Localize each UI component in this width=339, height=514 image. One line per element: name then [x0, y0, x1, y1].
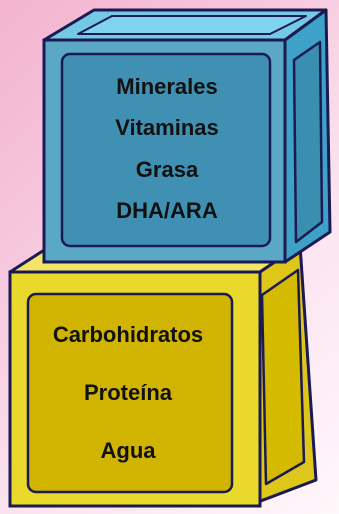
top-block-item-vitaminas: Vitaminas [115, 117, 219, 139]
bottom-block-labels: Carbohidratos Proteína Agua [28, 298, 228, 488]
bottom-block-item-carbohidratos: Carbohidratos [53, 324, 203, 346]
top-cube-side-panel [294, 42, 322, 242]
top-block-item-minerales: Minerales [116, 76, 218, 98]
top-block-labels: Minerales Vitaminas Grasa DHA/ARA [66, 58, 268, 240]
top-cube-top-inset [78, 16, 306, 34]
bottom-block-item-proteina: Proteína [84, 382, 172, 404]
bottom-block-item-agua: Agua [101, 440, 156, 462]
top-block-item-grasa: Grasa [136, 159, 198, 181]
top-block-item-dha-ara: DHA/ARA [116, 200, 217, 222]
bottom-cube-side-panel [262, 270, 304, 484]
